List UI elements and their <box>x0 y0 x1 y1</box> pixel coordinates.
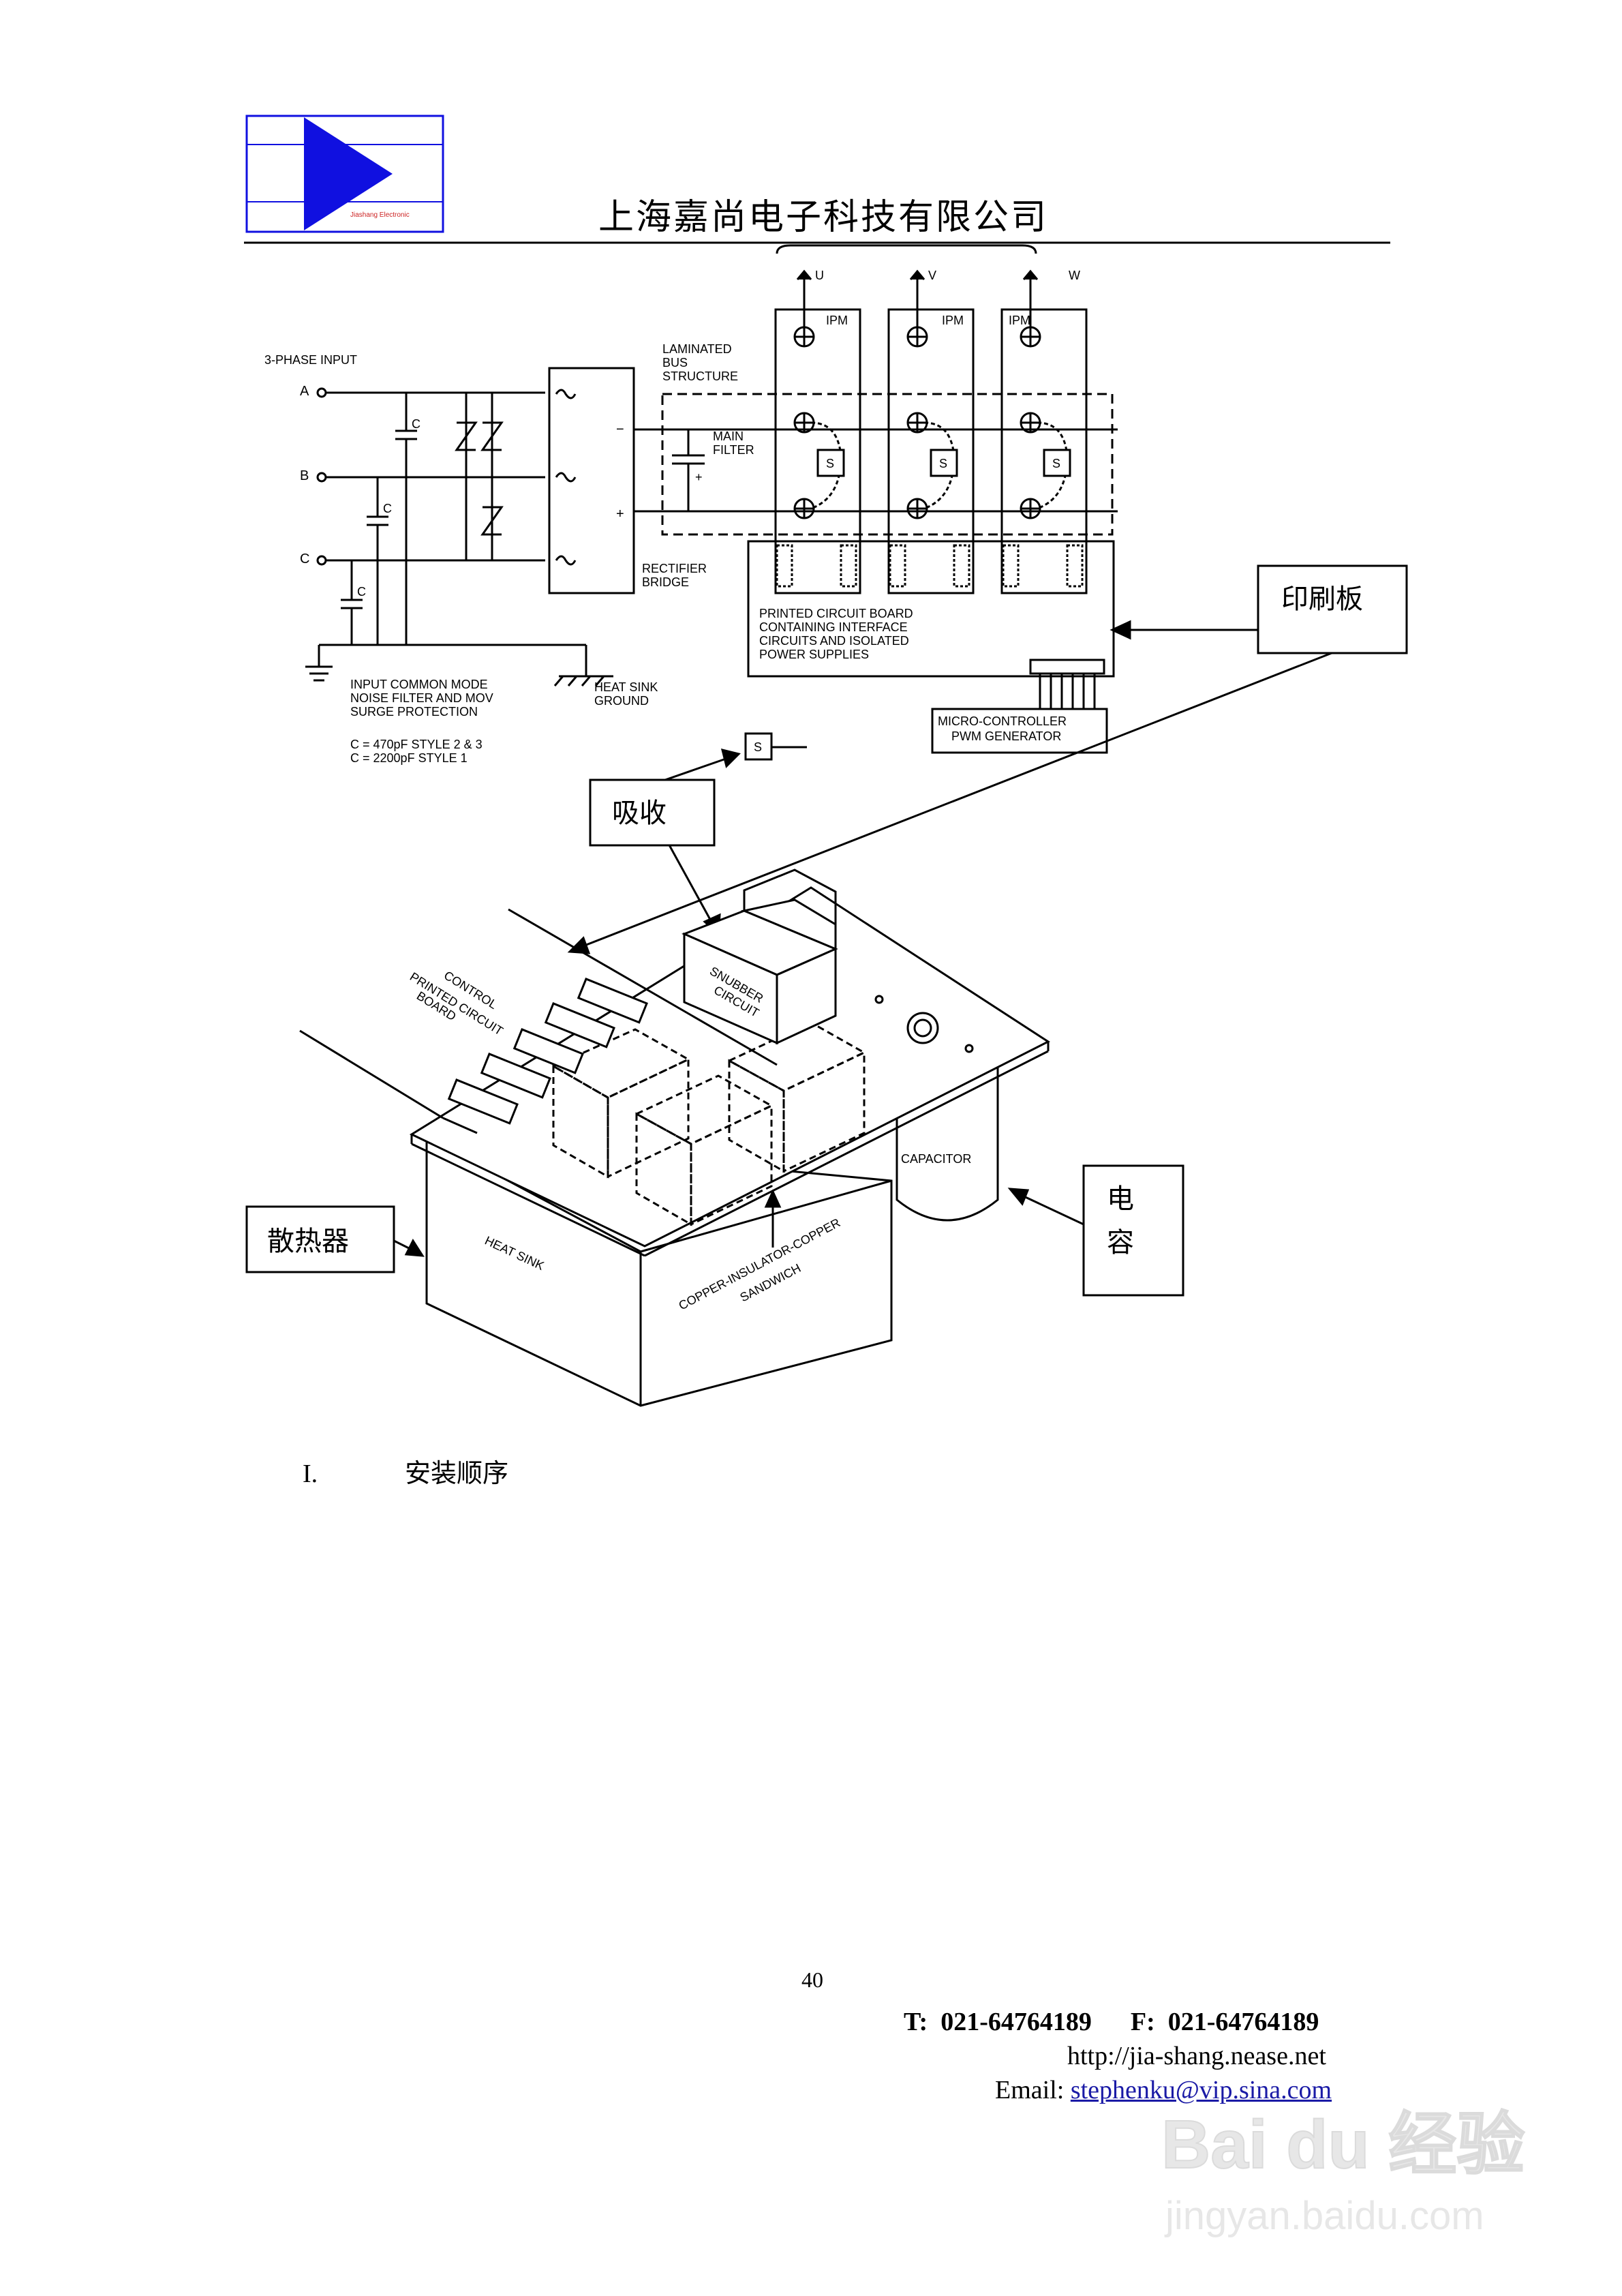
output-w-label: W <box>1069 269 1080 282</box>
company-logo: Jiashang Electronic <box>245 115 444 233</box>
filter-note-3: SURGE PROTECTION <box>350 705 478 719</box>
footer-phone-fax: T: 021-64764189 F: 021-64764189 <box>904 2008 1319 2036</box>
callout-capacitor-text-1: 电 <box>1107 1183 1134 1215</box>
callout-heatsink-text: 散热器 <box>267 1226 349 1257</box>
minus-sign: − <box>616 422 624 437</box>
rectifier-label-1: RECTIFIER <box>642 562 707 575</box>
main-filter-label-2: FILTER <box>713 443 754 457</box>
snubber-s-1: S <box>826 457 834 470</box>
callout-pcb-text: 印刷板 <box>1281 584 1363 615</box>
phase-b-label: B <box>300 468 309 483</box>
inverter-schematic <box>305 244 1118 761</box>
pcb-note-1: PRINTED CIRCUIT BOARD <box>759 607 913 620</box>
tel-label: T <box>904 2008 919 2036</box>
micro-label-2: PWM GENERATOR <box>951 729 1061 743</box>
section-heading: I. 安装顺序 <box>303 1452 508 1490</box>
fax-label: F <box>1130 2008 1147 2036</box>
ipm-label-3: IPM <box>1009 314 1030 327</box>
ipm-label-2: IPM <box>942 314 964 327</box>
watermark-url: jingyan.baidu.com <box>1164 2194 1484 2238</box>
cap-label-2: C <box>383 502 392 515</box>
plus-sign: + <box>616 507 624 522</box>
heat-sink-ground-2: GROUND <box>594 694 649 708</box>
pcb-note-4: POWER SUPPLIES <box>759 648 869 661</box>
filter-note-1: INPUT COMMON MODE <box>350 678 488 691</box>
pcb-note-3: CIRCUITS AND ISOLATED <box>759 634 909 648</box>
laminated-label-1: LAMINATED <box>662 342 732 356</box>
assembly-drawing <box>299 868 1051 1407</box>
filter-note-2: NOISE FILTER AND MOV <box>350 691 493 705</box>
watermark-brand: Bai du 经验 <box>1161 2106 1525 2183</box>
email-label: Email: <box>995 2076 1071 2104</box>
micro-label-1: MICRO-CONTROLLER <box>938 714 1067 728</box>
cap-value-2: C = 2200pF STYLE 1 <box>350 751 468 765</box>
filter-cap-plus: + <box>695 470 703 484</box>
fax-number: 021-64764189 <box>1167 2008 1319 2036</box>
phase-a-label: A <box>300 384 309 399</box>
callout-capacitor-text-2: 容 <box>1107 1227 1134 1258</box>
company-name: 上海嘉尚电子科技有限公司 <box>598 197 1048 238</box>
laminated-label-3: STRUCTURE <box>662 369 738 383</box>
phase-c-label: C <box>300 552 309 567</box>
cap-label-1: C <box>412 417 420 431</box>
callout-box-absorb <box>589 779 716 847</box>
callout-box-heatsink <box>245 1205 395 1273</box>
ipm-label-1: IPM <box>826 314 848 327</box>
page-number: 40 <box>801 1967 823 1992</box>
main-filter-label-1: MAIN <box>713 429 744 443</box>
capacitor-label: CAPACITOR <box>901 1152 971 1166</box>
snubber-s-3: S <box>1052 457 1060 470</box>
phase-input-label: 3-PHASE INPUT <box>264 353 357 367</box>
footer-url[interactable]: http://jia-shang.nease.net <box>1067 2042 1326 2070</box>
baidu-watermark: Bai du 经验 jingyan.baidu.com <box>1161 2106 1525 2238</box>
section-number: I. <box>303 1460 318 1488</box>
snubber-s-legend: S <box>754 740 762 754</box>
tel-number: 021-64764189 <box>940 2008 1092 2036</box>
heat-sink-ground-1: HEAT SINK <box>594 680 658 694</box>
output-u-label: U <box>815 269 824 282</box>
cap-value-1: C = 470pF STYLE 2 & 3 <box>350 738 483 751</box>
callout-absorb-text: 吸收 <box>612 798 667 829</box>
footer-email: Email: stephenku@vip.sina.com <box>995 2075 1332 2105</box>
callout-box-capacitor <box>1082 1164 1184 1297</box>
laminated-label-2: BUS <box>662 356 688 369</box>
email-link[interactable]: stephenku@vip.sina.com <box>1070 2076 1332 2104</box>
pcb-note-2: CONTAINING INTERFACE <box>759 620 908 634</box>
section-title: 安装顺序 <box>405 1458 509 1488</box>
snubber-s-2: S <box>939 457 947 470</box>
logo-caption: Jiashang Electronic <box>350 211 410 219</box>
rectifier-label-2: BRIDGE <box>642 575 689 589</box>
cap-label-3: C <box>357 585 366 599</box>
output-v-label: V <box>928 269 936 282</box>
callout-box-pcb <box>1257 564 1408 654</box>
